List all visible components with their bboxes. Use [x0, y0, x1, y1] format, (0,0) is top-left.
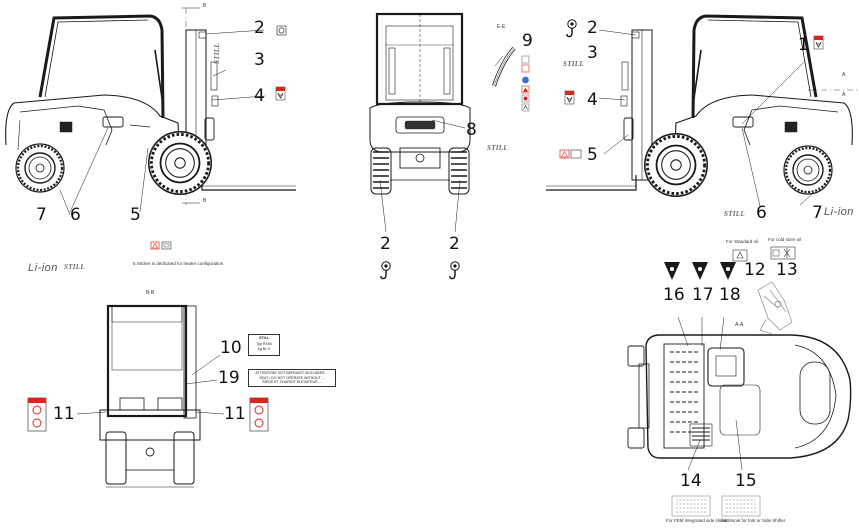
fem-sideshift-note: For FEM integrated side shifter — [666, 518, 728, 523]
callout-2: 2 — [587, 18, 598, 38]
right-rear-wheel — [782, 144, 834, 196]
still-logo: STILL — [487, 144, 508, 152]
callout-6: 6 — [70, 205, 81, 225]
callout-15: 15 — [735, 471, 757, 491]
seat-warning-placard-19: ATTENTION! SITZ BEFINDET SICH ÜBER ... S… — [248, 369, 336, 387]
li-ion-logo: Li-ion — [824, 206, 854, 218]
callout-3: 3 — [587, 43, 598, 63]
warning-triangles-16-17-18 — [664, 262, 736, 280]
right-view-sticker5 — [559, 149, 582, 159]
section-label-b-top: B — [203, 3, 207, 9]
callout-12: 12 — [744, 260, 766, 280]
nameplate-10: STILL Typ RX60 kg Nr V — [248, 334, 280, 356]
callout-17: 17 — [692, 285, 714, 305]
lifting-hook-icon — [380, 261, 391, 280]
callout-16: 16 — [663, 285, 685, 305]
callout-19: 19 — [218, 368, 240, 388]
callout-11: 11 — [53, 404, 75, 424]
placard19-line1: ATTENTION! SITZ BEFINDET SICH ÜBER ... — [255, 371, 329, 375]
section-label-b-bottom: B — [203, 198, 207, 204]
front-sticker-column — [521, 55, 530, 112]
sticker5-note: 5 Sticker is dedicated for heater config… — [133, 261, 224, 266]
still-logo: STILL — [724, 210, 745, 218]
warning-sticker-icon — [275, 86, 286, 101]
sideshift-sketches — [671, 495, 761, 517]
placard19-line2: SEAT / DO NOT OPERATE WITHOUT ... — [259, 375, 325, 380]
lifting-point-sticker — [276, 25, 287, 36]
callout-6: 6 — [756, 203, 767, 223]
right-leaders — [598, 29, 813, 207]
right-front-wheel — [643, 132, 709, 198]
right-side-view — [546, 14, 858, 191]
section-label-a-top: A — [842, 72, 846, 78]
callout-5: 5 — [587, 145, 598, 165]
lifting-hook-icon — [566, 19, 577, 38]
lifting-hook-icon — [449, 261, 460, 280]
still-logo: STILL — [64, 263, 85, 271]
callout-14: 14 — [680, 471, 702, 491]
section-label-bb: B-B — [146, 290, 155, 296]
li-ion-logo: Li-ion — [28, 262, 58, 274]
nameplate-line1: STILL — [259, 336, 269, 340]
warning-sticker-icon — [564, 90, 575, 105]
callout-10: 10 — [220, 338, 242, 358]
left-rear-wheel — [14, 142, 66, 194]
still-logo: STILL — [563, 60, 584, 68]
warning-sticker-icon — [813, 35, 824, 50]
front-view — [369, 12, 504, 233]
left-leaders — [59, 29, 266, 216]
placard19-line3: SIEGE ET CHARIOT ELEVATEUR ... — [262, 380, 322, 384]
lifting-point-icon — [278, 27, 285, 34]
callout-8: 8 — [466, 120, 477, 140]
callout-9: 9 — [522, 31, 533, 51]
oil-type-stickers — [732, 246, 796, 262]
standard-oil-note: For Standard oil — [726, 239, 759, 244]
callout-1: 1 — [798, 35, 809, 55]
callout-4: 4 — [254, 86, 265, 106]
ee-detail — [492, 46, 516, 87]
callout-2: 2 — [380, 234, 391, 254]
left-front-wheel — [147, 130, 213, 196]
section-label-ee: E-E — [497, 24, 506, 30]
callout-7: 7 — [36, 205, 47, 225]
nameplate-line2: Typ RX60 — [256, 342, 272, 346]
still-logo: STILL — [213, 43, 221, 64]
callout-4: 4 — [587, 90, 598, 110]
callout-2: 2 — [449, 234, 460, 254]
callout-7: 7 — [812, 203, 823, 223]
cold-store-oil-note: For cold store oil — [768, 237, 802, 242]
left-view-bottom-stickers — [150, 241, 172, 250]
rear-view — [76, 304, 225, 488]
section-label-a-mid: A — [842, 92, 846, 98]
callout-13: 13 — [776, 260, 798, 280]
rear-sticker-placards — [27, 397, 269, 432]
callout-11: 11 — [224, 404, 246, 424]
callout-18: 18 — [719, 285, 741, 305]
a-a-detail-sketch — [757, 281, 793, 335]
top-view — [627, 316, 852, 471]
fork-sideshift-note: additional for fork or Side Shifter — [721, 518, 786, 523]
callout-3: 3 — [254, 50, 265, 70]
section-label-aa: A-A — [735, 322, 744, 328]
callout-5: 5 — [130, 205, 141, 225]
callout-2: 2 — [254, 18, 265, 38]
nameplate-line3: kg Nr V — [258, 347, 270, 351]
